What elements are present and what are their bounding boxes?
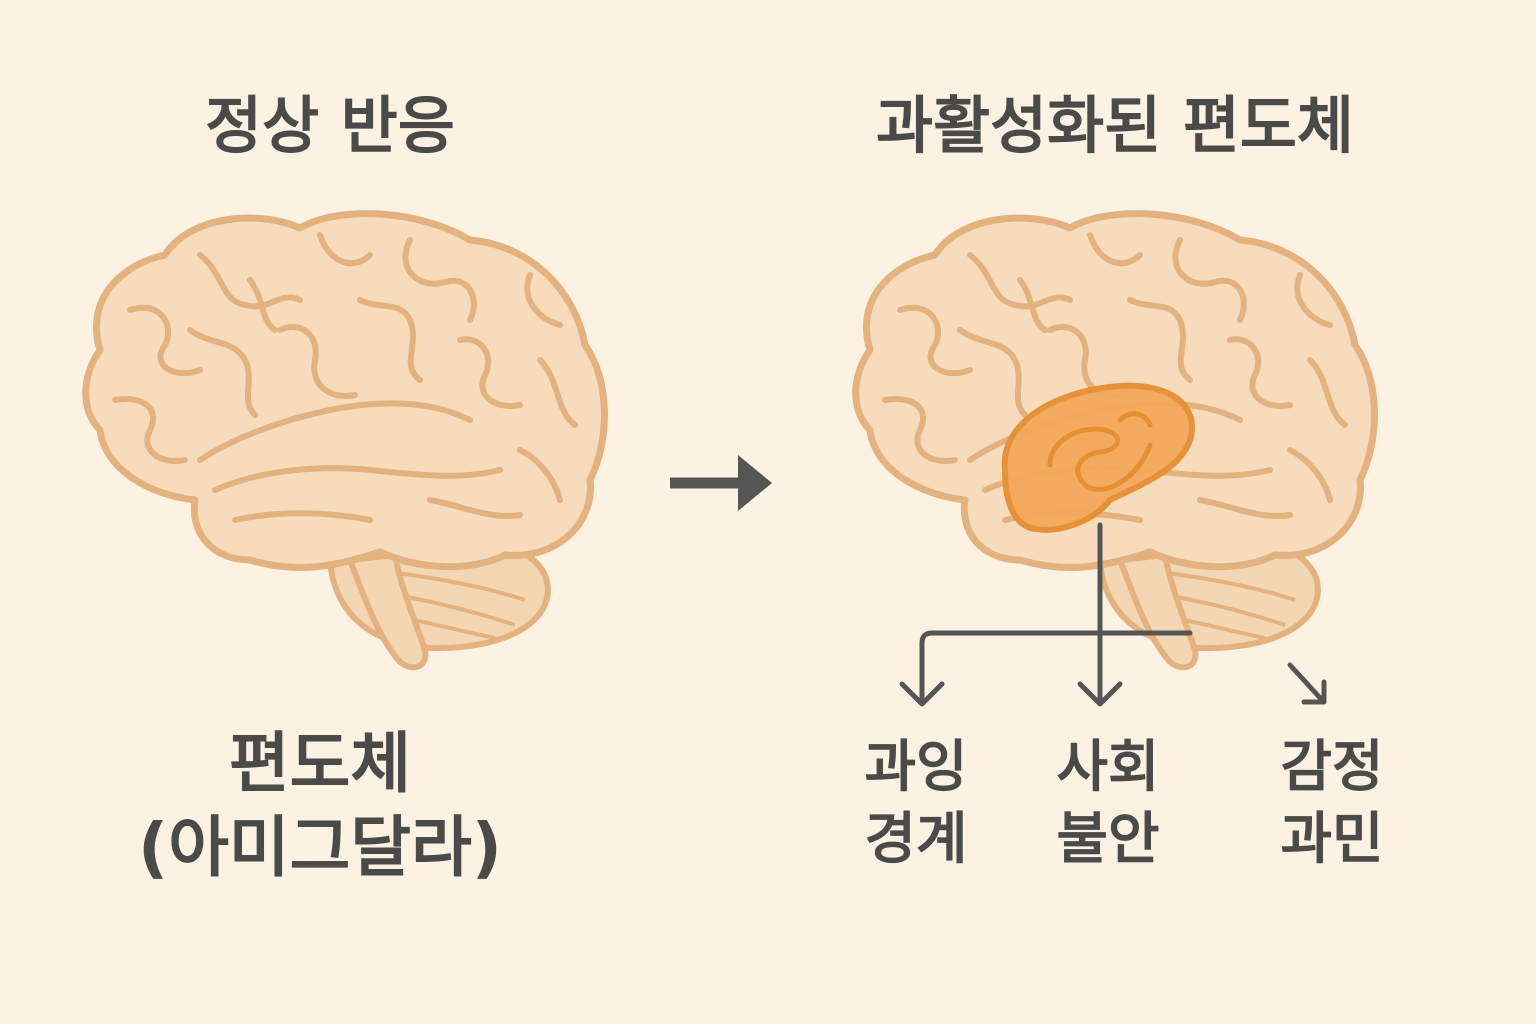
amygdala-label: 편도체 (아미그달라) [90, 722, 550, 890]
amygdala-highlight [1001, 382, 1195, 533]
effect-hypervigilance: 과잉 경계 [806, 732, 1026, 876]
effect-emotional-sensitivity-line1: 감정 [1280, 735, 1384, 800]
overactive-amygdala-title: 과활성화된 편도체 [876, 89, 1354, 162]
right-arrow-icon [670, 455, 772, 511]
amygdala-label-line2: (아미그달라) [138, 809, 502, 886]
amygdala-effect-connectors [899, 522, 1327, 707]
normal-response-title: 정상 반응 [205, 89, 455, 162]
effect-social-anxiety: 사회 불안 [998, 732, 1218, 876]
amygdala-label-line1: 편도체 [228, 725, 412, 802]
normal-brain-illustration [86, 214, 605, 668]
effect-emotional-sensitivity: 감정 과민 [1222, 732, 1442, 876]
effect-social-anxiety-line1: 사회 [1056, 735, 1160, 800]
effect-emotional-sensitivity-line2: 과민 [1280, 807, 1384, 872]
effect-social-anxiety-line2: 불안 [1056, 807, 1160, 872]
effect-hypervigilance-line1: 과잉 [864, 735, 968, 800]
effect-hypervigilance-line2: 경계 [864, 807, 968, 872]
